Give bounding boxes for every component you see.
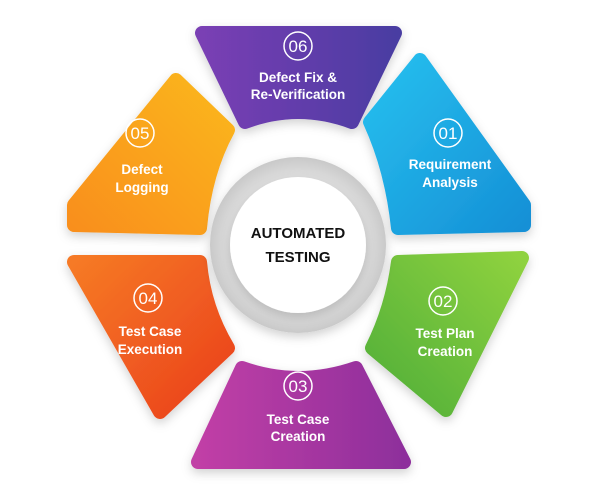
- segment-05-defect-logging: [67, 73, 235, 235]
- step-04: 04 Test Case Execution: [118, 283, 183, 357]
- step-number: 04: [139, 289, 158, 308]
- step-number: 02: [434, 292, 453, 311]
- step-number: 03: [289, 377, 308, 396]
- step-label-line1: Test Plan: [415, 326, 474, 341]
- segment-01-requirement-analysis: [363, 53, 531, 235]
- segment-02-test-plan: [365, 251, 529, 417]
- center-title-line1: AUTOMATED: [251, 225, 346, 242]
- step-label-line2: Logging: [115, 180, 168, 195]
- segment-06-defect-fix: [195, 26, 402, 129]
- step-02: 02 Test Plan Creation: [415, 286, 475, 359]
- step-number: 05: [131, 124, 150, 143]
- step-label-line1: Defect: [121, 162, 163, 177]
- step-01: 01 Requirement Analysis: [409, 118, 492, 190]
- step-number-badge: [283, 371, 313, 401]
- step-number-badge: [433, 118, 463, 148]
- center-circle: [230, 177, 366, 313]
- segment-04-test-case-execution: [67, 255, 235, 419]
- step-05: 05 Defect Logging: [115, 118, 169, 195]
- step-number: 06: [289, 37, 308, 56]
- step-number-badge: [428, 286, 458, 316]
- step-label-line1: Requirement: [409, 157, 492, 172]
- step-label-line1: Test Case: [119, 324, 182, 339]
- step-number-badge: [125, 118, 155, 148]
- step-06: 06 Defect Fix & Re-Verification: [251, 31, 346, 102]
- segment-03-test-case-creation: [191, 361, 411, 469]
- step-label-line2: Analysis: [422, 175, 478, 190]
- step-number: 01: [439, 124, 458, 143]
- step-label-line2: Creation: [271, 429, 326, 444]
- step-label-line2: Re-Verification: [251, 87, 346, 102]
- step-number-badge: [283, 31, 313, 61]
- step-number-badge: [133, 283, 163, 313]
- step-label-line1: Defect Fix &: [259, 70, 337, 85]
- step-label-line2: Execution: [118, 342, 183, 357]
- step-label-line1: Test Case: [267, 412, 330, 427]
- step-label-line2: Creation: [418, 344, 473, 359]
- center-title-line2: TESTING: [265, 249, 330, 266]
- step-03: 03 Test Case Creation: [267, 371, 330, 444]
